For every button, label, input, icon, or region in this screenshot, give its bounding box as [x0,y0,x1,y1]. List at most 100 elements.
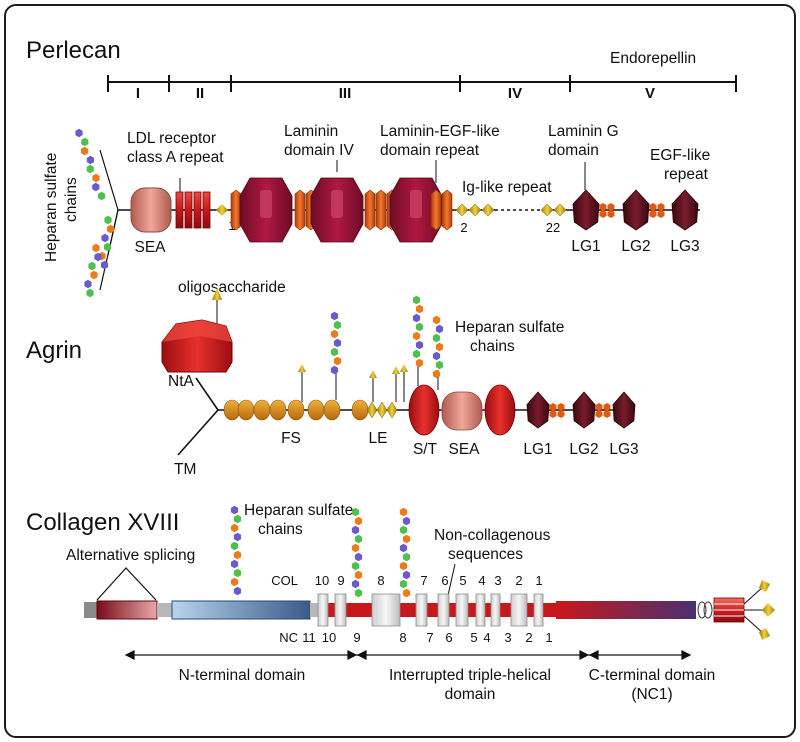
col-number: 1 [535,573,542,588]
col-number: 2 [515,573,522,588]
hs-sugar-unit [432,369,441,379]
laminin-g-label-1: Laminin G [548,123,619,140]
hs-sugar-unit [354,516,363,526]
ig-number-22: 22 [546,220,560,235]
egf-module [595,403,603,411]
lg-module [572,189,600,231]
tm-label: TM [174,461,196,478]
hs-sugar-unit [435,324,444,334]
egf-module [607,203,615,211]
collagen-hs-label-2: chains [258,521,303,538]
laminin-iv-highlight [410,190,422,218]
hs-sugar-unit [230,505,239,515]
egf-module [549,410,557,418]
fs-module [307,399,325,421]
agrin-section: Agrin oligosaccharide NtA TM Heparan sul… [26,279,639,478]
hs-sugar-unit [84,279,92,289]
nterm-label: N-terminal domain [179,667,306,684]
alt-splicing-label: Alternative splicing [66,547,195,564]
laminin-egf-label-1: Laminin-EGF-like [380,123,500,140]
st-module [408,384,440,436]
collagen-heparan-sulfate-chains [230,505,411,598]
hs-sugar-unit [435,342,444,352]
hs-sugar-unit [75,128,83,138]
col-number: 5 [459,573,466,588]
ig-repeat [455,203,469,217]
col-number: 9 [337,573,344,588]
le-module [386,401,398,419]
hs-sugar-unit [399,525,408,535]
hs-sugar-unit [402,516,411,526]
hs-sugar-unit [86,155,94,165]
nta-oligosaccharide [212,288,222,300]
nc-number: 7 [426,630,433,645]
hs-sugar-unit [354,552,363,562]
perlecan-hs-label-2: chains [63,177,80,222]
collagen-section: Collagen XVIII Alternative splicing Hepa… [26,502,775,703]
perlecan-lg3-label: LG3 [670,238,699,255]
hs-sugar-unit [402,552,411,562]
hs-sugar-unit [415,358,424,368]
agrin-sea-label: SEA [448,441,480,458]
domain-V-modules [572,189,699,231]
hs-sugar-unit [435,360,444,370]
ldl-receptor-repeats [175,191,211,229]
hs-sugar-unit [351,507,360,517]
fs-module [253,399,271,421]
hs-sugar-unit [330,329,339,339]
hs-sugar-unit [233,586,242,596]
hs-sugar-unit [81,137,89,147]
laminin-egf-module [294,189,306,231]
hs-sugar-unit [86,164,94,174]
hs-sugar-unit [330,347,339,357]
le-module [376,401,388,419]
nc-number: 3 [504,630,511,645]
perlecan-lg1-label: LG1 [571,238,600,255]
non-collagenous-block [371,593,401,627]
egf-module [657,210,665,218]
domain-II-label: II [196,85,204,102]
col-label: COL [271,573,298,588]
ig-repeat-1 [216,204,228,216]
lg-module [526,391,550,429]
nc-number: 5 [470,630,477,645]
hs-sugar-unit [88,261,96,271]
nc-number: 6 [445,630,452,645]
agrin-hs-label-1: Heparan sulfate [455,319,564,336]
hs-sugar-unit [98,191,106,201]
hs-sugar-unit [104,215,112,225]
egf-module [603,410,611,418]
agrin-lg2-label: LG2 [569,441,598,458]
hs-sugar-unit [230,523,239,533]
nc-label: NC [279,630,298,645]
agrin-lg1-label: LG1 [523,441,552,458]
oligosaccharide-label: oligosaccharide [178,279,286,296]
hs-sugar-unit [415,322,424,332]
laminin-egf-label-2: domain repeat [380,142,480,159]
agrin-red-module [484,384,516,436]
nc-number: 8 [399,630,406,645]
nc1-hinge [697,601,713,619]
ig-repeat [468,203,482,217]
cterm-label-1: C-terminal domain [589,667,716,684]
hs-sugar-unit [333,338,342,348]
col-number: 6 [441,573,448,588]
agrin-title: Agrin [26,337,82,364]
hs-sugar-unit [354,534,363,544]
triple-label-1: Interrupted triple-helical [389,667,551,684]
hs-sugar-unit [412,331,421,341]
agrin-lg3-label: LG3 [609,441,638,458]
linker-segment [157,603,173,617]
nc-number: 1 [545,630,552,645]
triple-label-2: domain [445,686,496,703]
egf-module [649,210,657,218]
domain-III-modules [230,177,453,243]
col-number: 7 [420,573,427,588]
ig-repeat [553,203,567,217]
fs-module [323,399,341,421]
cterm-label-2: (NC1) [631,686,672,703]
endostatin-trimer [713,580,775,640]
noncol-label-1: Non-collagenous [434,527,551,544]
hs-sugar-unit [432,351,441,361]
